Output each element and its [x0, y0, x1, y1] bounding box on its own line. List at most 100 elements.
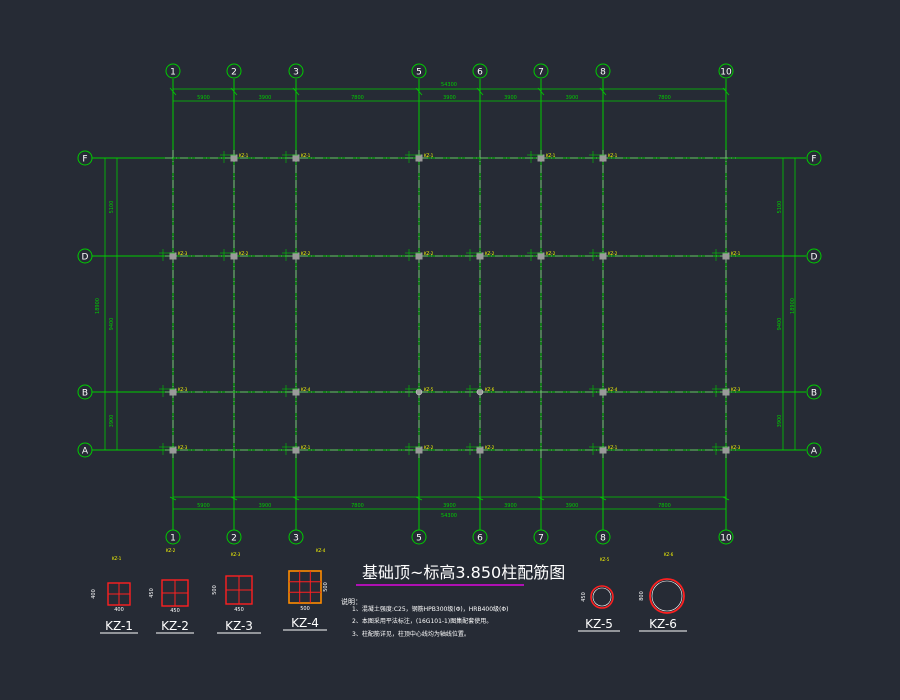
dim-span-y-2-left: 9400: [109, 318, 115, 331]
dim-total-top: 54300: [441, 82, 457, 88]
axis-bubble-y-A-right: A: [806, 442, 822, 458]
dim-tick: [537, 496, 545, 501]
axis-label-x: 7: [538, 68, 544, 78]
column-tag: KZ-4: [301, 387, 311, 392]
section-kz3: KZ-3 450 500 KZ-3: [212, 552, 261, 634]
column-shape: [169, 388, 177, 396]
column-D1: KZ-3: [159, 249, 188, 261]
axis-bubble-x-6-top: 6: [472, 63, 488, 79]
dim-tick: [292, 496, 300, 501]
axis-label-x: 5: [416, 534, 422, 544]
section-kz1-dim-h: 400: [91, 589, 97, 599]
section-kz5-dim-d: 450: [581, 592, 587, 602]
dim-total-left: 18900: [95, 298, 101, 314]
column-shape: [599, 446, 607, 454]
axis-bubble-x-5-top: 5: [411, 63, 427, 79]
notes-heading: 说明：: [341, 597, 362, 606]
column-tag: KZ-3: [178, 387, 188, 392]
axis-bubble-y-B-left: B: [77, 384, 93, 400]
dim-tick: [599, 496, 607, 501]
section-kz4-dim-b: 500: [300, 606, 310, 612]
axis-bubble-y-D-right: D: [806, 248, 822, 264]
column-tag: KZ-1: [301, 445, 311, 450]
dim-span-x-1-top: 5900: [197, 95, 210, 101]
dim-span-y-3-left: 3900: [109, 415, 115, 428]
dim-span-x-6-bottom: 3900: [566, 503, 579, 509]
column-shape: [476, 446, 484, 454]
column-tag: KZ-1: [424, 153, 434, 158]
dim-span-y-1-right: 5100: [777, 201, 783, 214]
column-shape: [537, 252, 545, 260]
column-B5: KZ-5: [405, 385, 434, 397]
axis-bubble-x-1-bottom: 1: [165, 529, 181, 545]
dim-span-x-2-bottom: 3900: [259, 503, 272, 509]
column-section-details: KZ-1 400 400 KZ-1 KZ-2 450 450 KZ-2 KZ-3: [91, 548, 687, 634]
axis-label-y: A: [811, 447, 818, 457]
axis-label-y: A: [82, 447, 89, 457]
column-D10: KZ-1: [712, 249, 741, 261]
section-kz4-dim-h: 500: [323, 582, 329, 592]
axis-grid: [92, 79, 806, 531]
section-kz2-label: KZ-2: [161, 619, 189, 633]
column-tag: KZ-2: [546, 251, 556, 256]
column-tag: KZ-2: [424, 251, 434, 256]
section-kz3-label: KZ-3: [225, 619, 253, 633]
axis-bubble-x-8-bottom: 8: [595, 529, 611, 545]
column-D7: KZ-2: [527, 249, 556, 261]
dim-tick: [415, 87, 423, 96]
dim-tick: [169, 496, 177, 501]
section-kz3-dim-h: 500: [212, 585, 218, 595]
column-shape: [476, 388, 484, 396]
column-shape: [169, 446, 177, 454]
axis-bubble-x-5-bottom: 5: [411, 529, 427, 545]
column-tag: KZ-5: [424, 387, 434, 392]
column-D5: KZ-2: [405, 249, 434, 261]
column-A6: KZ-2: [466, 443, 495, 455]
axis-bubble-x-6-bottom: 6: [472, 529, 488, 545]
section-kz1: KZ-1 400 400 KZ-1: [91, 556, 138, 634]
column-F2: KZ-1: [220, 151, 249, 163]
note-item-2: 2、本图采用平法标注，(16G101-1)图集配套使用。: [352, 617, 492, 625]
axis-label-y: D: [811, 253, 818, 263]
column-tag: KZ-2: [301, 251, 311, 256]
axis-label-x: 8: [600, 534, 606, 544]
axis-bubble-x-8-top: 8: [595, 63, 611, 79]
note-item-3: 3、柱配筋详见，柱顶中心线均为轴线位置。: [352, 630, 470, 638]
column-B6: KZ-6: [466, 385, 495, 397]
column-F5: KZ-1: [405, 151, 434, 163]
column-F3: KZ-1: [282, 151, 311, 163]
axis-label-y: F: [82, 155, 87, 165]
note-item-1: 1、混凝土强度:C25，钢筋HPB300级(Φ)，HRB400级(Φ): [352, 605, 508, 613]
axis-label-y: B: [82, 389, 88, 399]
axis-label-y: D: [82, 253, 89, 263]
dim-span-y-3-right: 3900: [777, 415, 783, 428]
section-kz6-dim-d: 800: [639, 591, 645, 601]
column-B1: KZ-3: [159, 385, 188, 397]
axis-label-y: F: [811, 155, 816, 165]
axis-label-x: 6: [477, 534, 483, 544]
axis-label-x: 3: [293, 534, 299, 544]
drawing-title: 基础顶~标高3.850柱配筋图: [356, 563, 565, 586]
dim-span-y-2-right: 9400: [777, 318, 783, 331]
column-shape: [415, 388, 423, 396]
axis-bubble-x-10-bottom: 10: [718, 529, 734, 545]
dim-span-x-7-bottom: 7800: [658, 503, 671, 509]
dim-tick: [230, 496, 238, 501]
column-tag: KZ-1: [608, 445, 618, 450]
dim-span-x-3-top: 7800: [351, 95, 364, 101]
column-shape: [599, 252, 607, 260]
section-kz1-dim-b: 400: [114, 607, 124, 613]
dim-span-y-1-left: 5100: [109, 201, 115, 214]
axis-bubble-y-A-left: A: [77, 442, 93, 458]
dim-span-x-1-bottom: 5900: [197, 503, 210, 509]
column-tag: KZ-2: [608, 251, 618, 256]
column-shape: [415, 252, 423, 260]
dim-span-x-5-bottom: 3900: [504, 503, 517, 509]
dim-tick: [476, 87, 484, 96]
column-D2: KZ-2: [220, 249, 249, 261]
axis-label-x: 2: [231, 534, 237, 544]
section-kz6-label: KZ-6: [649, 617, 677, 631]
